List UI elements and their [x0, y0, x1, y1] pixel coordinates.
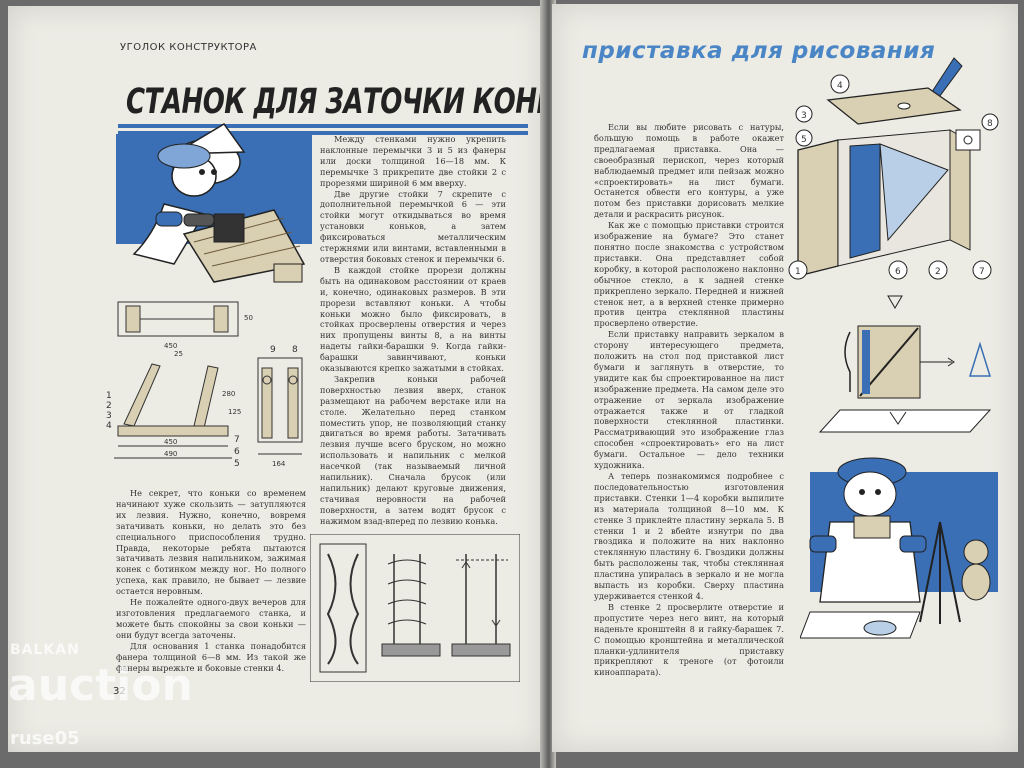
part-label-2: 2: [106, 401, 112, 411]
paragraph: Для основания 1 станка понадобится фанер…: [116, 640, 306, 673]
drawing-attachment-box-illustration: 4 3 5 8 1 6 2 7: [788, 74, 999, 280]
paragraph: В стенке 2 просверлите отверстие и пропу…: [594, 601, 784, 678]
dim-50: 50: [244, 314, 253, 322]
paragraph: А теперь познакомимся подробнее с послед…: [594, 471, 784, 601]
boy-sharpening-skates-illustration: [132, 123, 306, 283]
paragraph: Не пожалейте одного-двух вечеров для изг…: [116, 597, 306, 640]
dim-25: 25: [174, 350, 183, 358]
part-label-6: 6: [234, 447, 240, 457]
part-label-3: 3: [801, 111, 807, 121]
paragraph: Не секрет, что коньки со временем начина…: [116, 488, 306, 597]
paragraph: Как же с помощью приставки строится изоб…: [594, 220, 784, 329]
right-page: приставка для рисования 4 3 5 8 1: [552, 4, 1018, 752]
part-label-3: 3: [106, 411, 112, 421]
part-label-9: 9: [270, 345, 276, 355]
part-label-7: 7: [234, 435, 240, 445]
dim-164: 164: [272, 460, 286, 468]
paragraph: Между стенками нужно укрепить наклонные …: [320, 134, 506, 188]
dim-125: 125: [228, 408, 241, 416]
watermark-line1: BALKAN: [10, 642, 80, 658]
optics-diagram: [818, 295, 992, 433]
part-label-1: 1: [106, 391, 112, 401]
text-column-right: Между стенками нужно укрепить наклонные …: [320, 134, 506, 527]
part-label-5: 5: [801, 135, 807, 145]
dim-280: 280: [222, 390, 235, 398]
dim-450-top: 450: [164, 342, 177, 350]
boy-drawing-illustration: [800, 457, 991, 639]
paragraph: Две другие стойки 7 скрепите с дополните…: [320, 188, 506, 264]
watermark-logo: auction: [8, 660, 193, 711]
page-title: СТАНОК ДЛЯ ЗАТОЧКИ КОНЬКОВ: [126, 82, 618, 123]
paragraph: Если приставку направить зеркалом в стор…: [594, 329, 784, 471]
part-label-4: 4: [837, 81, 843, 91]
page-number: 32: [113, 686, 126, 697]
machine-technical-drawing: 50 450 450 490 280 125 25 1 2 3 4 7 6 5: [106, 301, 303, 469]
sharpening-diagram: [310, 534, 520, 682]
part-label-1: 1: [795, 267, 801, 277]
part-label-8: 8: [292, 345, 298, 355]
part-label-8: 8: [987, 119, 993, 129]
part-label-6: 6: [895, 267, 901, 277]
section-rubric: УГОЛОК КОНСТРУКТОРА: [120, 42, 257, 53]
watermark-user: ruse05: [10, 728, 80, 749]
part-label-2: 2: [935, 267, 941, 277]
title-stripes: [118, 124, 528, 138]
paragraph: В каждой стойке прорези должны быть на о…: [320, 264, 506, 374]
part-label-7: 7: [979, 267, 985, 277]
page-title-right: приставка для рисования: [582, 38, 936, 64]
text-column-left: Не секрет, что коньки со временем начина…: [116, 488, 306, 673]
part-label-4: 4: [106, 421, 112, 431]
part-label-5: 5: [234, 459, 240, 469]
paragraph: Если вы любите рисовать с натуры, большу…: [594, 122, 784, 220]
text-column: Если вы любите рисовать с натуры, большу…: [594, 122, 784, 678]
left-page: УГОЛОК КОНСТРУКТОРА СТАНОК ДЛЯ ЗАТОЧКИ К…: [8, 6, 618, 752]
dim-450: 450: [164, 438, 177, 446]
dim-490: 490: [164, 450, 177, 458]
paragraph: Закрепив коньки рабочей поверхностью лез…: [320, 373, 506, 526]
